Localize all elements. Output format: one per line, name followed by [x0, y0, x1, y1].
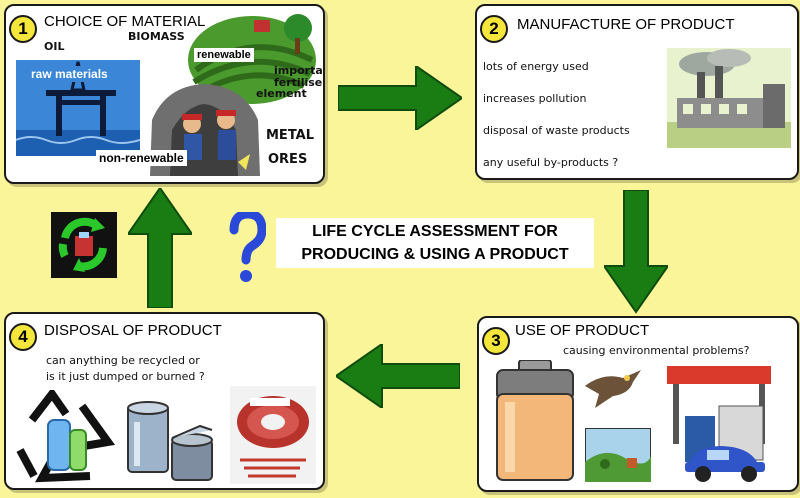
center-title-line-1: LIFE CYCLE ASSESSMENT FOR	[312, 223, 558, 240]
arrow-4-to-1	[128, 188, 192, 308]
arrow-3-to-4	[336, 344, 460, 408]
stage-2-point: disposal of waste products	[483, 124, 630, 137]
stage-4-box: 4 DISPOSAL OF PRODUCT can anything be re…	[4, 312, 325, 490]
oil-label: OIL	[44, 40, 65, 53]
stage-2-point: lots of energy used	[483, 60, 589, 73]
recycle-icon	[51, 212, 117, 278]
stage-2-number: 2	[480, 15, 508, 43]
important-label: important	[274, 64, 323, 77]
biomass-label: BIOMASS	[128, 30, 185, 43]
landscape-icon	[585, 428, 651, 482]
stage-3-box: 3 USE OF PRODUCT causing environmental p…	[477, 316, 799, 492]
raw-materials-label: raw materials	[28, 66, 111, 82]
stage-2-point: increases pollution	[483, 92, 587, 105]
stage-3-subtitle: causing environmental problems?	[563, 344, 750, 357]
question-mark-icon	[229, 212, 266, 282]
renewable-label: renewable	[194, 48, 254, 62]
stage-2-box: 2 MANUFACTURE OF PRODUCT lots of energy …	[475, 4, 799, 180]
center-title: LIFE CYCLE ASSESSMENT FOR PRODUCING & US…	[276, 218, 594, 268]
factory-icon	[667, 48, 791, 148]
battery-icon	[496, 360, 574, 481]
metal-label: METAL	[266, 128, 315, 143]
stage-4-title: DISPOSAL OF PRODUCT	[44, 322, 222, 339]
non-renewable-label: non-renewable	[96, 150, 187, 166]
stage-2-title: MANUFACTURE OF PRODUCT	[517, 16, 735, 33]
gas-station-icon	[667, 366, 771, 482]
stage-4-number: 4	[9, 323, 37, 351]
arrow-2-to-3	[604, 190, 668, 314]
stage-4-line-2: is it just dumped or burned ?	[46, 370, 205, 383]
arrow-1-to-2	[338, 66, 462, 130]
center-title-line-2: PRODUCING & USING A PRODUCT	[301, 246, 569, 263]
stage-1-number: 1	[9, 15, 37, 43]
stage-4-line-1: can anything be recycled or	[46, 354, 200, 367]
stage-3-number: 3	[482, 327, 510, 355]
recycle-bin-icon	[16, 390, 116, 483]
fertiliser-label: fertiliser	[274, 76, 325, 89]
stage-3-title: USE OF PRODUCT	[515, 322, 650, 339]
ores-label: ORES	[268, 152, 308, 167]
cable-reel-icon	[230, 386, 316, 484]
stage-1-title: CHOICE OF MATERIAL	[44, 13, 206, 30]
stage-2-point: any useful by-products ?	[483, 156, 619, 169]
miners-icon	[150, 84, 260, 176]
element-label: element	[256, 87, 307, 100]
stage-1-box: 1 CHOICE OF MATERIAL OIL BIOMASS raw mat…	[4, 4, 325, 184]
hawk-icon	[585, 370, 641, 408]
tin-cans-icon	[127, 401, 213, 481]
